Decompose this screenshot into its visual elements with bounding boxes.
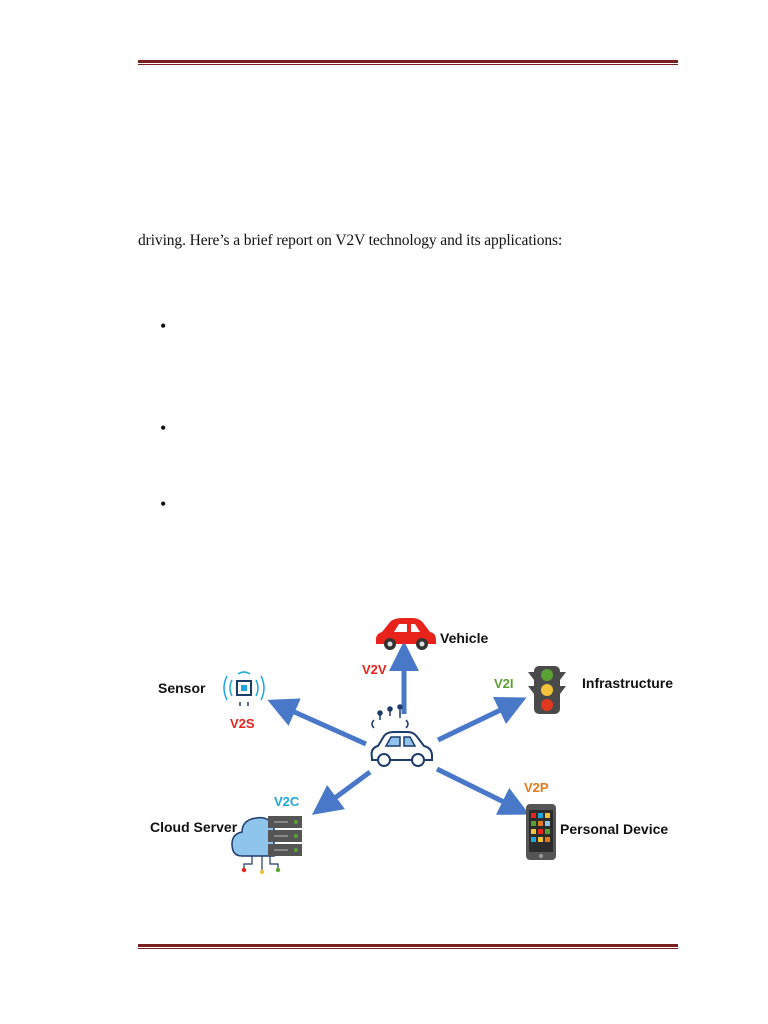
cloud-server-label: Cloud Server bbox=[150, 819, 238, 835]
v2x-diagram-svg: Vehicle V2V Infrastructure V2I Sensor V2… bbox=[150, 618, 673, 875]
sensor-chip-icon bbox=[223, 671, 265, 706]
car-center-icon bbox=[370, 704, 433, 767]
footer-rule bbox=[138, 944, 678, 949]
traffic-light-icon bbox=[528, 666, 566, 714]
v2c-label: V2C bbox=[274, 794, 300, 809]
vehicle-label: Vehicle bbox=[440, 630, 488, 646]
sensor-label: Sensor bbox=[158, 680, 206, 696]
v2x-diagram: Vehicle V2V Infrastructure V2I Sensor V2… bbox=[148, 612, 680, 882]
v2s-label: V2S bbox=[230, 716, 255, 731]
bullet-1: • bbox=[160, 316, 167, 336]
bullet-2: • bbox=[160, 418, 167, 438]
arrow-v2c bbox=[311, 769, 372, 815]
arrow-v2i bbox=[436, 696, 527, 743]
bullet-3: • bbox=[160, 494, 167, 514]
arrow-v2p bbox=[435, 766, 530, 815]
intro-line: driving. Here’s a brief report on V2V te… bbox=[138, 232, 563, 249]
personal-device-label: Personal Device bbox=[560, 821, 668, 837]
smartphone-icon bbox=[526, 804, 556, 860]
v2v-label: V2V bbox=[362, 662, 387, 677]
car-red-icon bbox=[375, 618, 436, 650]
v2i-label: V2I bbox=[494, 676, 514, 691]
v2p-label: V2P bbox=[524, 780, 549, 795]
infrastructure-label: Infrastructure bbox=[582, 675, 673, 691]
cloud-server-icon bbox=[231, 816, 302, 875]
header-rule bbox=[138, 60, 678, 65]
arrow-v2s bbox=[267, 698, 368, 747]
